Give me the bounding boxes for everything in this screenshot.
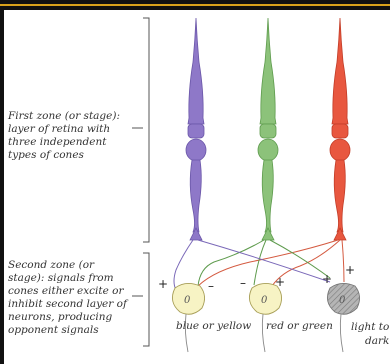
red-to-ld-fibre	[342, 240, 344, 282]
by-neuron-glyph: 0	[184, 295, 191, 306]
light-dark-line2: dark	[351, 335, 389, 347]
red-green-neuron: 0	[249, 283, 281, 352]
blue-yellow-label: blue or yellow	[176, 320, 251, 332]
green-cone	[258, 18, 278, 240]
ld-neuron-glyph: 0	[339, 295, 346, 306]
rg-neuron-glyph: 0	[261, 295, 268, 306]
light-dark-label: light to dark	[351, 320, 389, 348]
by-plus-sign: +	[158, 277, 168, 291]
red-cone	[330, 18, 350, 240]
ld-plus-sign-left: +	[322, 272, 332, 286]
rg-plus-sign: +	[275, 275, 285, 289]
blue-to-by-fibre	[174, 240, 193, 290]
first-zone-bracket	[132, 18, 149, 242]
blue-cone	[186, 18, 206, 240]
light-dark-line1: light to	[351, 321, 389, 333]
rg-minus-sign: –	[240, 276, 246, 290]
blue-yellow-neuron: 0	[172, 283, 204, 352]
opponent-connections	[174, 240, 344, 290]
red-to-by-fibre	[198, 240, 338, 286]
second-zone-bracket	[132, 253, 149, 346]
ld-plus-sign-right: +	[345, 263, 355, 277]
by-minus-sign: –	[208, 279, 214, 293]
red-green-label: red or green	[266, 320, 333, 332]
green-to-rg-fibre	[254, 240, 266, 285]
